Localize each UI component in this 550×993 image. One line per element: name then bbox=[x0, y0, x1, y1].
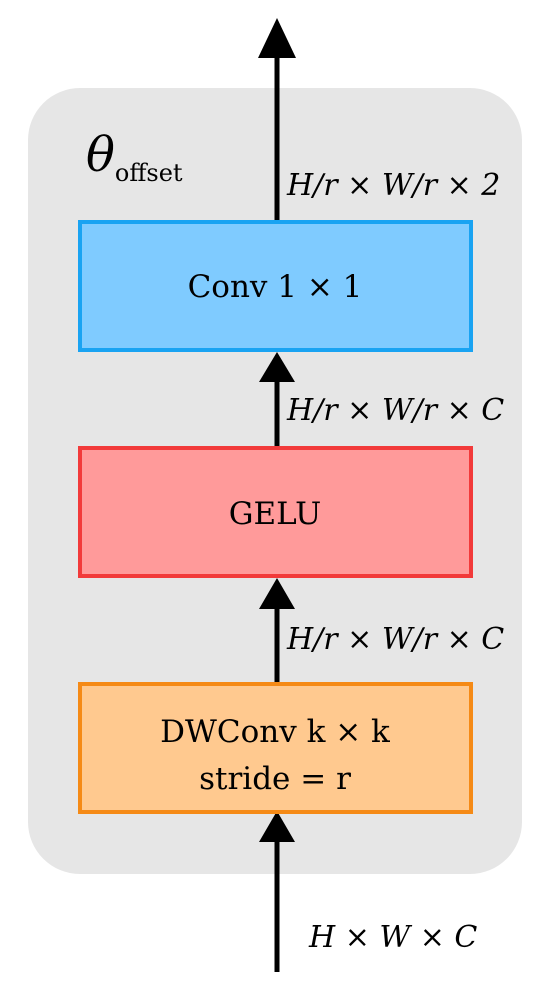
after-gelu-shape-label: H/r × W/r × C bbox=[286, 393, 504, 428]
dwconv-label-line1: DWConv k × k bbox=[160, 714, 390, 750]
offset-subscript: offset bbox=[115, 159, 183, 187]
conv1x1-block bbox=[78, 220, 473, 352]
gelu-to-conv-arrowhead bbox=[259, 352, 295, 382]
input-arrowhead bbox=[259, 811, 295, 842]
gelu-label: GELU bbox=[229, 496, 321, 532]
theta-symbol: θ bbox=[86, 127, 115, 183]
output-shape-label: H/r × W/r × 2 bbox=[286, 168, 500, 203]
dwconv-block bbox=[78, 682, 473, 814]
input-shape-label: H × W × C bbox=[308, 920, 477, 955]
conv1x1-label: Conv 1 × 1 bbox=[188, 269, 363, 305]
gelu-block bbox=[78, 446, 473, 578]
after-dwconv-shape-label: H/r × W/r × C bbox=[286, 622, 504, 657]
dwconv-label-line2: stride = r bbox=[199, 761, 351, 797]
output-arrowhead bbox=[258, 18, 296, 58]
module-title: θoffset bbox=[86, 127, 183, 187]
dwconv-to-gelu-arrowhead bbox=[259, 578, 295, 609]
